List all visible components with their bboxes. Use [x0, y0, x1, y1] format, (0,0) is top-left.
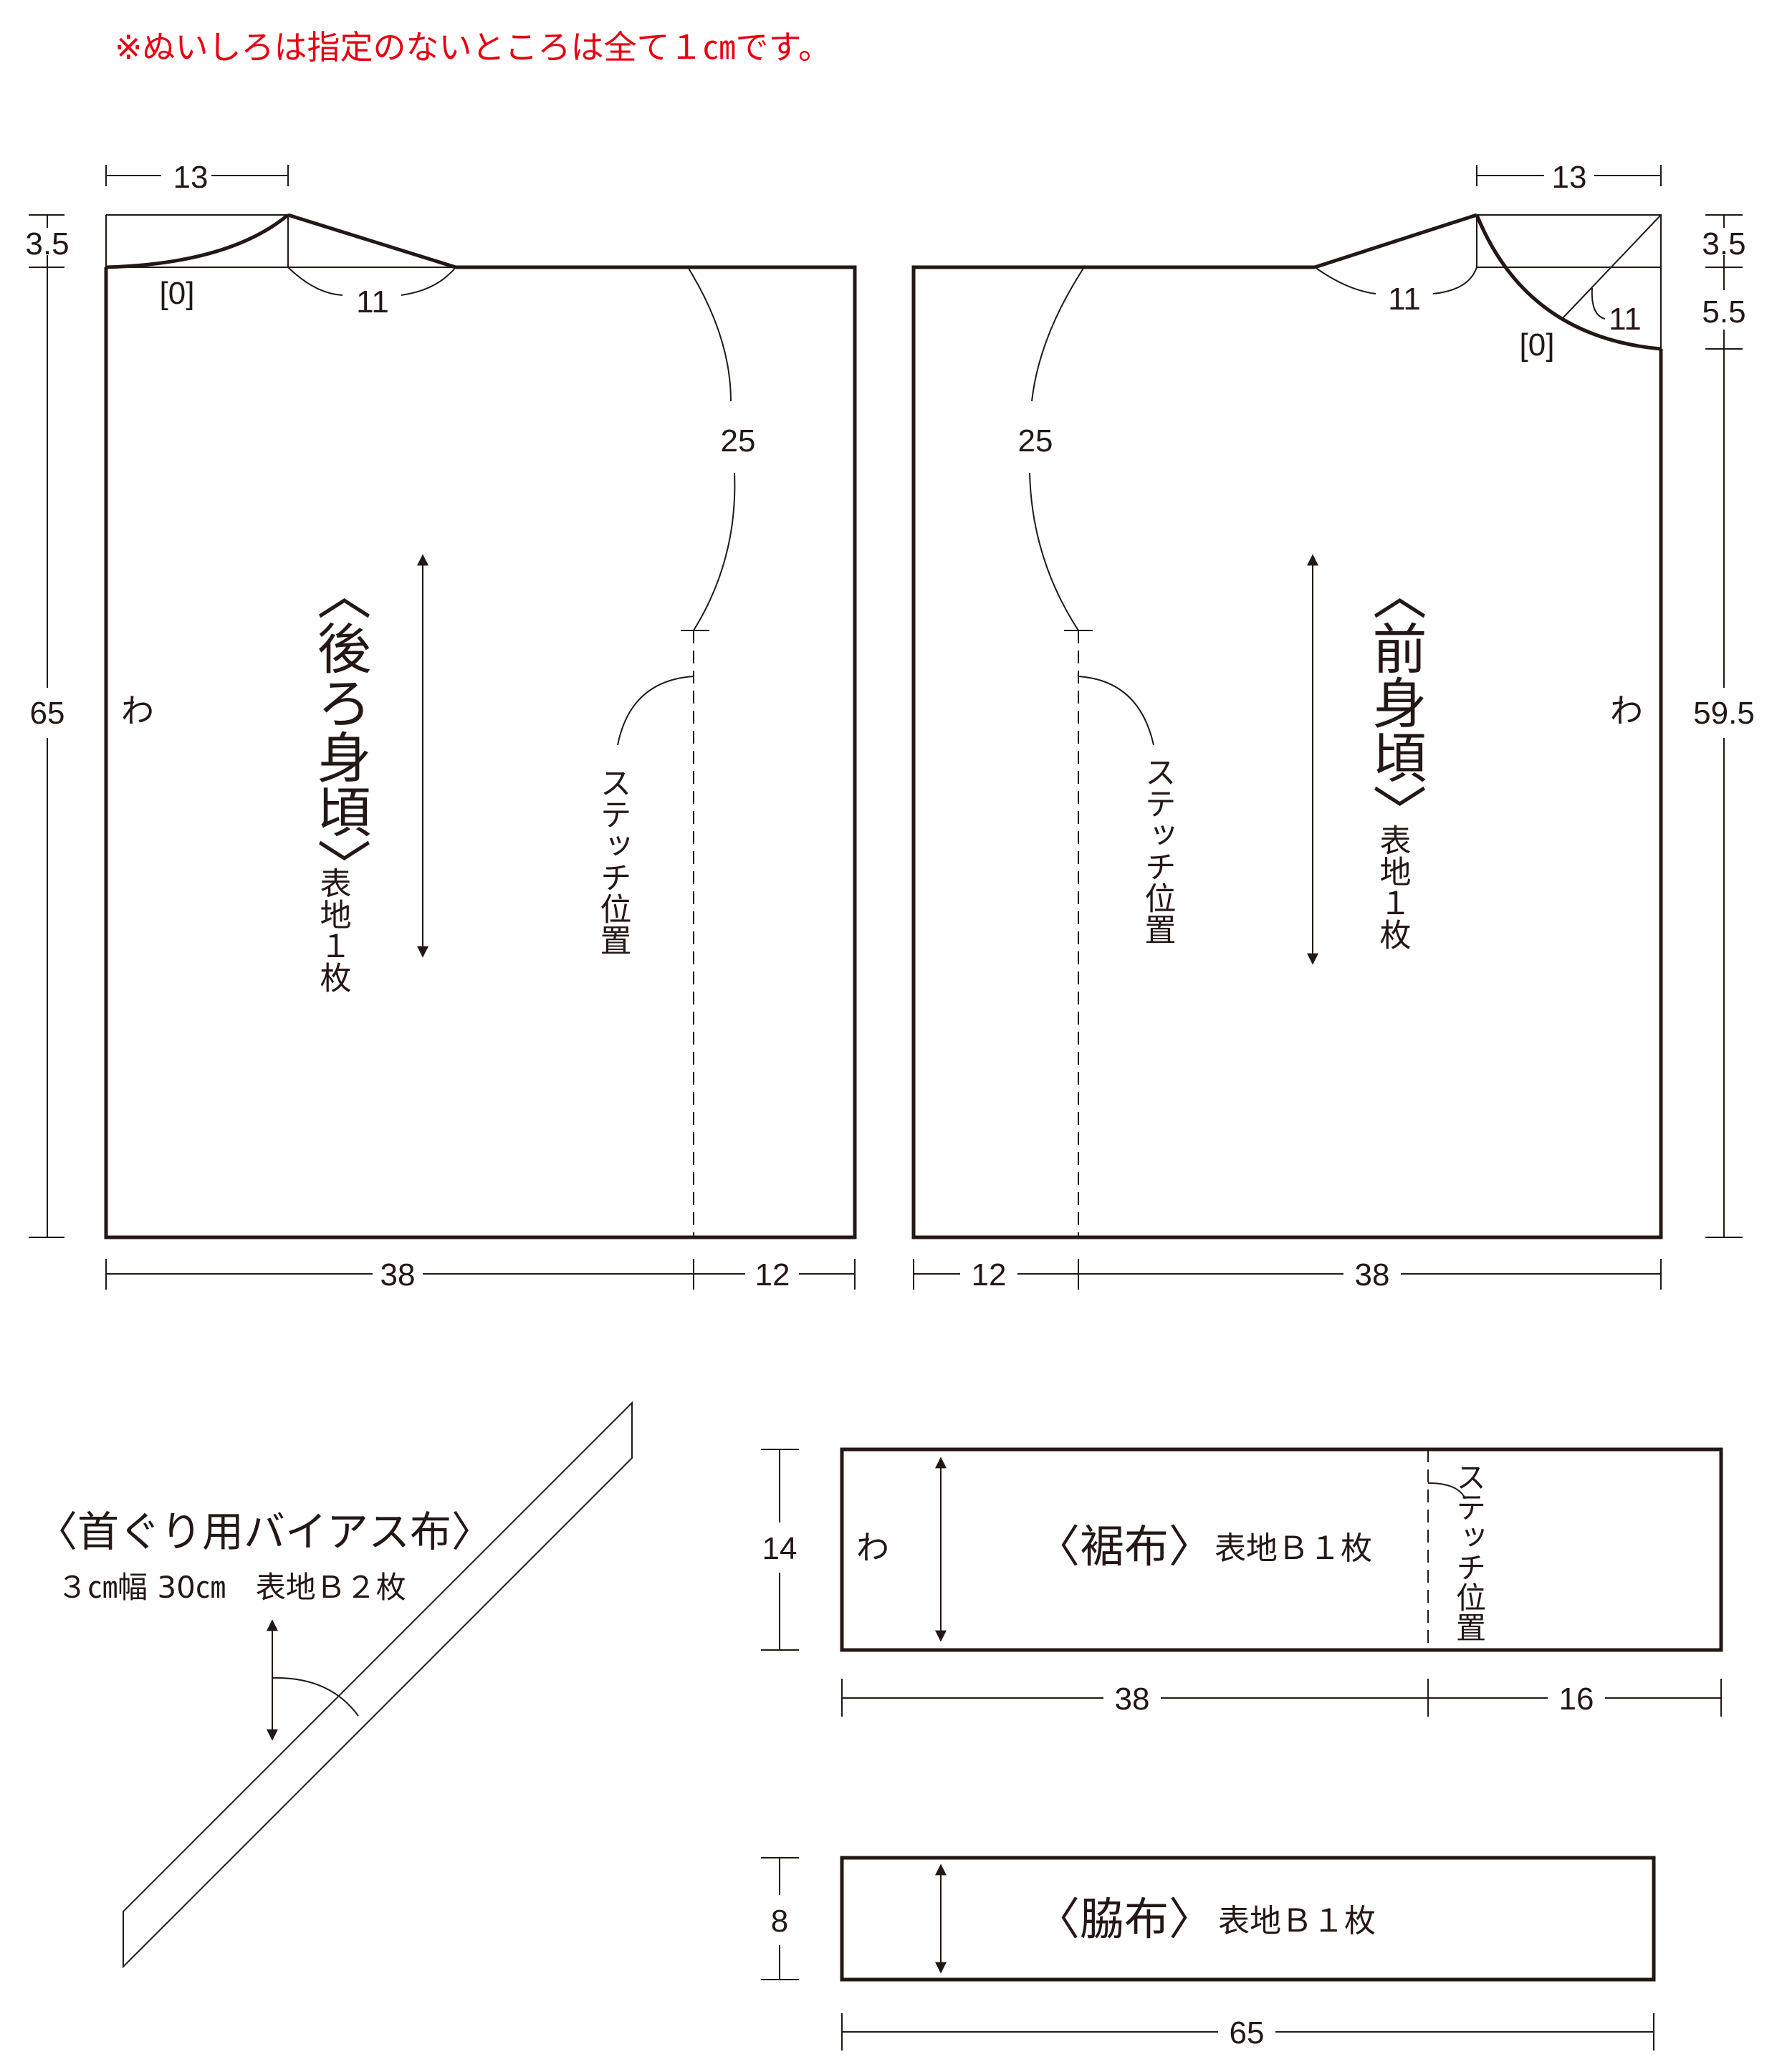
hem-fold-mark: わ: [856, 1528, 889, 1567]
hem-band: ステッチ位置 わ 〈裾布〉 表地Ｂ１枚 14 38 16: [761, 1447, 1723, 1717]
front-bottom-dims: [913, 1259, 1662, 1290]
back-dim-65-line: [29, 267, 64, 1238]
front-neckline: [1475, 214, 1662, 351]
back-armhole-arc-bottom: [681, 472, 736, 631]
back-dim-neck-drop: 3.5: [25, 226, 69, 262]
front-bodice: 13 3.5 5.5 11 [0] 11 25 ステッチ位置 〈前身頃〉 表地１…: [911, 160, 1755, 1292]
hem-band-outline: [840, 1447, 1723, 1652]
front-shoulder-arc: [1314, 267, 1477, 294]
back-neckline: [105, 214, 289, 269]
front-bodice-outline: [911, 265, 1663, 1239]
back-dim-13-line: [105, 165, 289, 186]
front-armhole-arc-bottom: [1029, 472, 1093, 631]
front-dim-neck-drop2: 5.5: [1702, 294, 1745, 330]
side-band-material: 表地Ｂ１枚: [1218, 1903, 1376, 1939]
side-dim-height: 8: [771, 1904, 788, 1939]
hem-bottom-dims: [841, 1679, 1722, 1717]
back-bottom-dims: [105, 1259, 856, 1290]
front-shoulder-line: [1314, 213, 1477, 269]
hem-band-title: 〈裾布〉: [1035, 1520, 1213, 1573]
front-bodice-material: 表地１枚: [1374, 824, 1411, 950]
back-dim-width-main: 38: [380, 1257, 416, 1292]
back-bodice-title: 〈後ろ身頃〉: [308, 566, 372, 893]
back-stitch-label: ステッチ位置: [595, 767, 631, 956]
front-dim-width-main: 38: [1355, 1257, 1390, 1292]
front-bodice-title: 〈前身頃〉: [1364, 566, 1427, 838]
back-shoulder-line: [287, 213, 456, 269]
front-stitch-label: ステッチ位置: [1139, 756, 1176, 945]
hem-band-material: 表地Ｂ１枚: [1215, 1530, 1372, 1567]
back-fold-mark: わ: [121, 691, 154, 730]
side-band-title: 〈脇布〉: [1035, 1893, 1213, 1945]
back-bodice-material: 表地１枚: [315, 867, 351, 993]
front-fold-mark: わ: [1610, 691, 1643, 730]
back-armhole-arc-top: [687, 267, 732, 402]
front-dim-width-extra: 12: [972, 1257, 1007, 1292]
hem-dim-width-extra: 16: [1559, 1682, 1594, 1717]
front-dim-height-line: [1705, 348, 1743, 1238]
front-dim-shoulder: 11: [1388, 282, 1421, 317]
back-dim-height: 65: [30, 696, 65, 731]
bias-tape-title: 〈首ぐり用バイアス布〉: [36, 1507, 493, 1556]
back-dim-shoulder: 11: [356, 284, 389, 320]
back-bodice: 13 3.5 [0] 11 25 ステッチ位置 65 わ 〈後ろ身頃〉 表地１枚…: [25, 160, 857, 1292]
bias-tape-outline: [123, 1401, 633, 1969]
hem-dim-width-main: 38: [1115, 1682, 1150, 1717]
seam-allowance-note: ※ぬいしろは指定のないところは全て１㎝です。: [115, 28, 831, 67]
hem-dim-height-line: [761, 1449, 799, 1651]
hem-stitch-leader: [1427, 1482, 1466, 1500]
front-dim-13-line: [1476, 165, 1662, 186]
front-dim-neck-curve: 11: [1609, 302, 1642, 337]
side-dim-height-line: [761, 1857, 799, 1980]
hem-stitch-label: ステッチ位置: [1452, 1462, 1487, 1642]
back-bodice-outline: [104, 265, 857, 1239]
back-stitch-leader: [617, 676, 694, 746]
front-dim-curve: 25: [1018, 423, 1053, 459]
back-dim-width-extra: 12: [755, 1257, 790, 1292]
front-stitch-leader: [1078, 676, 1154, 746]
bias-angle-arc: [272, 1677, 359, 1717]
bias-tape-spec: ３㎝幅 30㎝ 表地Ｂ２枚: [57, 1570, 406, 1605]
front-dim-neck-width: 13: [1552, 160, 1587, 195]
back-dim-curve: 25: [721, 423, 756, 459]
side-band-outline: [840, 1856, 1656, 1982]
front-dim-height: 59.5: [1693, 696, 1755, 731]
side-band: 〈脇布〉 表地Ｂ１枚 8 65: [761, 1856, 1656, 2051]
side-bottom-dims: [841, 2013, 1654, 2051]
front-armhole-arc-top: [1031, 267, 1085, 402]
hem-dim-height: 14: [762, 1531, 798, 1566]
side-dim-width: 65: [1230, 2015, 1265, 2051]
back-dim-neck-width: 13: [173, 160, 209, 195]
back-guide-lines: [105, 214, 456, 268]
front-dim-neck-drop1: 3.5: [1702, 226, 1745, 262]
bias-tape: 〈首ぐり用バイアス布〉 ３㎝幅 30㎝ 表地Ｂ２枚: [36, 1401, 633, 1969]
front-seam-zero: [0]: [1520, 327, 1555, 363]
back-shoulder-arc: [287, 267, 456, 296]
front-neck-curve-leader: [1591, 287, 1606, 320]
back-seam-zero: [0]: [160, 276, 195, 311]
